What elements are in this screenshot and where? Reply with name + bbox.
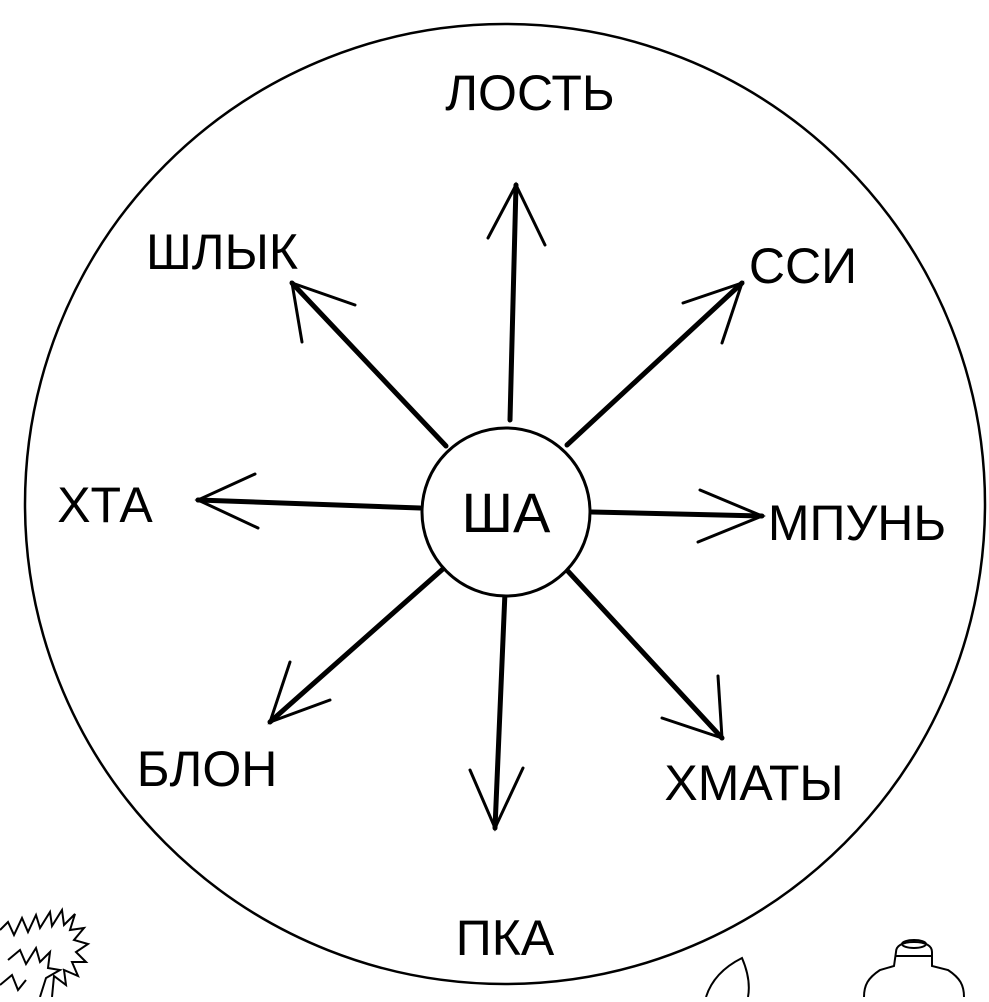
label-nw: ШЛЫК [146, 224, 298, 280]
center-label: ША [462, 481, 551, 544]
arrow-ne [564, 280, 745, 448]
spiky-plant-decoration [0, 907, 91, 998]
label-w: ХТА [57, 477, 153, 533]
label-sw: БЛОН [137, 741, 278, 797]
arrow-s [468, 589, 525, 832]
arrow-w [194, 472, 423, 530]
arrow-nw [289, 280, 449, 449]
label-ne: ССИ [749, 238, 857, 294]
center-circle [420, 426, 592, 598]
arrow-se [562, 565, 725, 741]
label-se: ХМАТЫ [664, 755, 843, 811]
arrow-sw [267, 565, 447, 725]
label-s: ПКА [456, 910, 555, 966]
arrow-e [589, 488, 766, 544]
label-e: МПУНЬ [768, 495, 946, 551]
arrow-n [486, 181, 547, 423]
outer-circle [23, 22, 987, 986]
label-n: ЛОСТЬ [445, 65, 615, 121]
vase-decoration [705, 939, 965, 998]
